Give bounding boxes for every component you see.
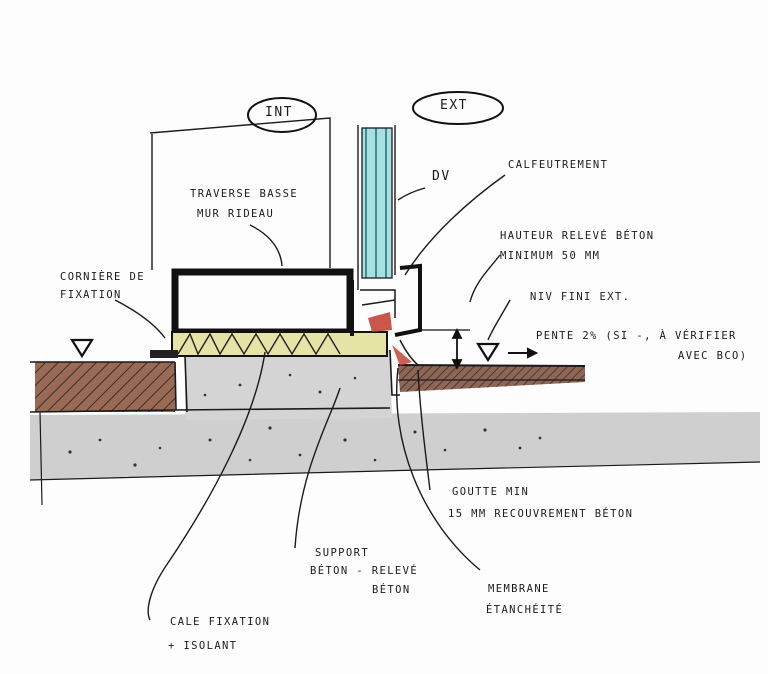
int-label: INT: [265, 105, 293, 120]
calfeutrement-label: CALFEUTREMENT: [508, 159, 609, 171]
support-label-2: BÉTON - RELEVÉ: [310, 565, 419, 577]
niv-label: NIV FINI EXT.: [530, 291, 631, 303]
support-label-3: BÉTON: [372, 584, 411, 596]
leader-goutte: [417, 369, 431, 491]
membrane-label-2: ÉTANCHÉITÉ: [486, 604, 564, 616]
leader-cale: [147, 351, 266, 621]
pente-label-1: PENTE 2% (SI -, À VÉRIFIER: [536, 330, 737, 342]
leader-hauteur: [469, 254, 501, 303]
concrete-slab: [30, 412, 760, 480]
goutte-label-1: GOUTTE MIN: [452, 486, 530, 498]
level-marker-ext: [476, 342, 500, 363]
leader-dv: [397, 187, 426, 201]
leader-support: [294, 387, 341, 549]
corniere-label-2: FIXATION: [60, 289, 122, 301]
int-frame-outline: [149, 117, 331, 270]
hauteur-label-2: MINIMUM 50 MM: [500, 250, 601, 262]
leader-niv: [487, 299, 511, 341]
leader-membrane: [396, 367, 481, 571]
leader-corniere: [114, 299, 166, 339]
sealant: [368, 312, 392, 332]
traverse-label-2: MUR RIDEAU: [197, 208, 275, 220]
bottom-transom: [171, 268, 354, 336]
pente-label-2: AVEC BCO): [678, 350, 748, 362]
support-label-1: SUPPORT: [315, 547, 370, 559]
int-bubble: [247, 97, 317, 133]
membrane-label-1: MEMBRANE: [488, 583, 550, 595]
fixing-angle: [150, 350, 178, 358]
hauteur-label-1: HAUTEUR RELEVÉ BÉTON: [500, 230, 655, 242]
traverse-label-1: TRAVERSE BASSE: [190, 188, 299, 200]
goutte-label-2: 15 MM RECOUVREMENT BÉTON: [448, 508, 634, 520]
leader-calfeutrement: [404, 174, 506, 276]
ext-label: EXT: [440, 98, 468, 113]
ext-bubble: [412, 91, 504, 125]
cale-label-2: + ISOLANT: [168, 640, 238, 652]
concrete-upstand: [185, 350, 392, 420]
cale-label-1: CALE FIXATION: [170, 616, 271, 628]
corniere-label-1: CORNIÈRE DE: [60, 271, 145, 283]
level-marker-int: [70, 338, 94, 359]
leader-traverse: [249, 224, 283, 267]
dv-label: DV: [432, 169, 451, 184]
